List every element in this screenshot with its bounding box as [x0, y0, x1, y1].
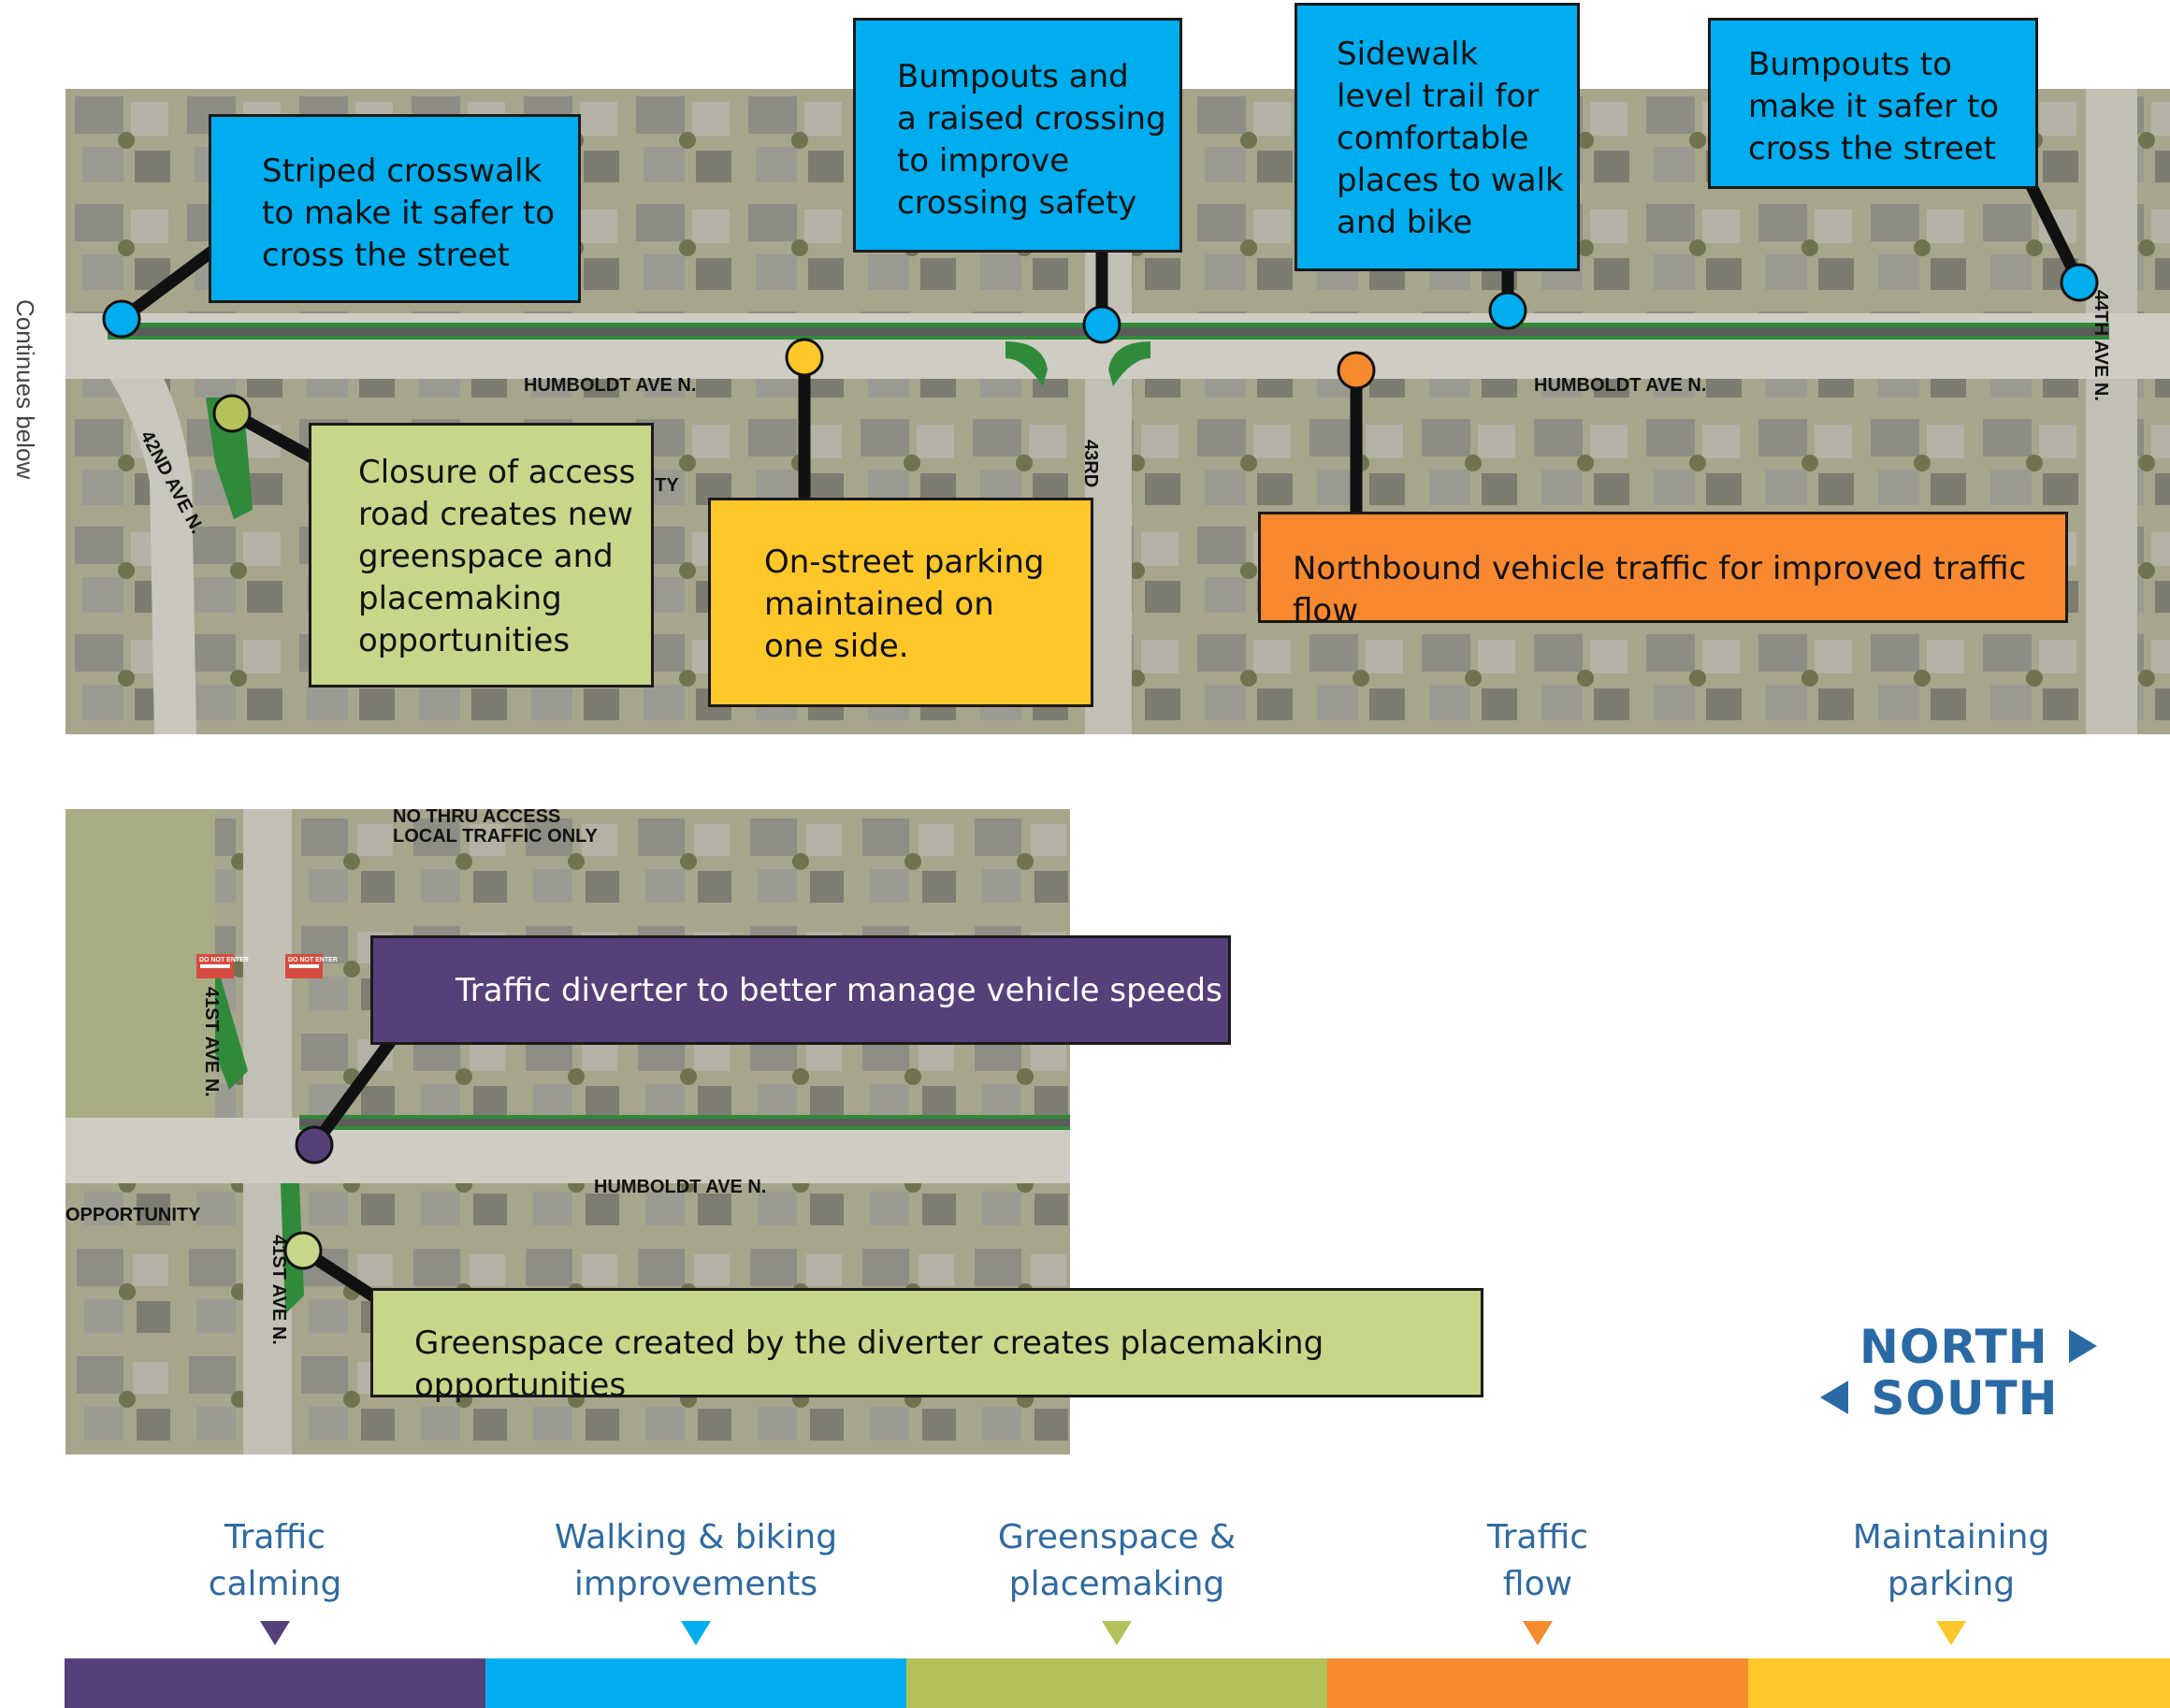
compass-south: SOUTH: [1818, 1371, 2059, 1426]
callout-bumpouts-raised-crossing-text: Bumpouts and a raised crossing to improv…: [897, 58, 1166, 222]
street-label-opportunity: OPPORTUNITY: [65, 1205, 201, 1225]
callout-sidewalk-trail: Sidewalk level trail for comfortable pla…: [1295, 3, 1580, 271]
street-label-humboldt-east: HUMBOLDT AVE N.: [1534, 375, 1706, 396]
connector-diverter: [308, 1032, 399, 1151]
legend-marker-traffic-flow: [1523, 1621, 1553, 1645]
callout-closure-access-road-text: Closure of access road creates new green…: [358, 454, 636, 659]
street-label-humboldt: HUMBOLDT AVE N.: [594, 1177, 766, 1197]
do-not-enter-sign-2: DO NOT ENTER: [288, 957, 338, 963]
legend-bar-traffic-flow: [1327, 1658, 1748, 1708]
legend-marker-parking: [1936, 1621, 1966, 1645]
dot-sidewalk-trail: [1488, 291, 1527, 330]
street-label-humboldt-west: HUMBOLDT AVE N.: [524, 375, 696, 396]
street-label-41st-upper: 41ST AVE N.: [201, 987, 222, 1097]
callout-striped-crosswalk: Striped crosswalk to make it safer to cr…: [209, 114, 581, 303]
dot-northbound: [1337, 351, 1376, 390]
callout-northbound-traffic-text: Northbound vehicle traffic for improved …: [1293, 550, 2027, 630]
callout-northbound-traffic: Northbound vehicle traffic for improved …: [1258, 512, 2068, 630]
dot-diverter: [295, 1125, 334, 1165]
street-label-43rd: 43RD: [1080, 440, 1101, 487]
dot-bumpouts-43rd: [1082, 305, 1121, 344]
dot-greenspace-diverter: [283, 1231, 323, 1270]
street-label-local-only: LOCAL TRAFFIC ONLY: [393, 826, 599, 847]
legend-bar-traffic-calming: [65, 1658, 485, 1708]
callout-bumpouts-raised-crossing: Bumpouts and a raised crossing to improv…: [853, 18, 1182, 253]
dot-parking: [785, 338, 824, 377]
do-not-enter-sign-1: DO NOT ENTER: [199, 957, 249, 963]
map-bottom-labels: NO THRU ACCESS LOCAL TRAFFIC ONLY HUMBOL…: [65, 809, 766, 1345]
dot-crosswalk: [102, 299, 141, 339]
callout-greenspace-diverter-text: Greenspace created by the diverter creat…: [414, 1324, 1324, 1404]
callout-sidewalk-trail-text: Sidewalk level trail for comfortable pla…: [1337, 36, 1564, 241]
compass-north: NORTH: [1859, 1320, 2099, 1374]
arrow-right-icon: [2068, 1329, 2097, 1363]
callout-on-street-parking-text: On-street parking maintained on one side…: [764, 543, 1045, 665]
street-label-44th: 44TH AVE N.: [2090, 290, 2111, 401]
callout-on-street-parking: On-street parking maintained on one side…: [708, 498, 1093, 707]
legend-label-greenspace: Greenspace & placemaking: [997, 1518, 1237, 1603]
street-label-41st-lower: 41ST AVE N.: [268, 1235, 289, 1345]
street-label-no-thru: NO THRU ACCESS: [393, 809, 560, 827]
legend-marker-traffic-calming: [260, 1621, 290, 1645]
dot-closure: [212, 394, 252, 433]
legend-bar-greenspace: [906, 1658, 1327, 1708]
arrow-left-icon: [1820, 1381, 1848, 1414]
dot-bumpouts-44th: [2060, 263, 2099, 302]
legend-bar-parking: [1748, 1658, 2170, 1708]
callout-striped-crosswalk-text: Striped crosswalk to make it safer to cr…: [262, 152, 556, 274]
callout-greenspace-diverter: Greenspace created by the diverter creat…: [370, 1288, 1483, 1404]
callout-bumpouts-44th-text: Bumpouts to make it safer to cross the s…: [1748, 46, 2000, 167]
map-top-labels: HUMBOLDT AVE N. HUMBOLDT AVE N. 42ND AVE…: [137, 290, 2111, 537]
callout-traffic-diverter: Traffic diverter to better manage vehicl…: [370, 935, 1231, 1045]
legend-marker-walking-biking: [681, 1621, 711, 1645]
callout-traffic-diverter-text: Traffic diverter to better manage vehicl…: [456, 972, 1222, 1009]
legend-label-traffic-flow: Traffic flow: [1486, 1518, 1589, 1603]
legend-label-walking-biking: Walking & biking improvements: [554, 1518, 838, 1603]
legend-label-parking: Maintaining parking: [1852, 1518, 2050, 1603]
legend-marker-greenspace: [1102, 1621, 1132, 1645]
legend-bar-walking-biking: [485, 1658, 906, 1708]
compass-south-label: SOUTH: [1871, 1371, 2059, 1426]
compass-north-label: NORTH: [1859, 1320, 2048, 1374]
street-label-partial: TY: [655, 475, 679, 496]
callout-bumpouts-44th: Bumpouts to make it safer to cross the s…: [1708, 18, 2038, 189]
legend-label-traffic-calming: Traffic calming: [208, 1518, 342, 1603]
callout-closure-access-road: Closure of access road creates new green…: [309, 423, 654, 688]
